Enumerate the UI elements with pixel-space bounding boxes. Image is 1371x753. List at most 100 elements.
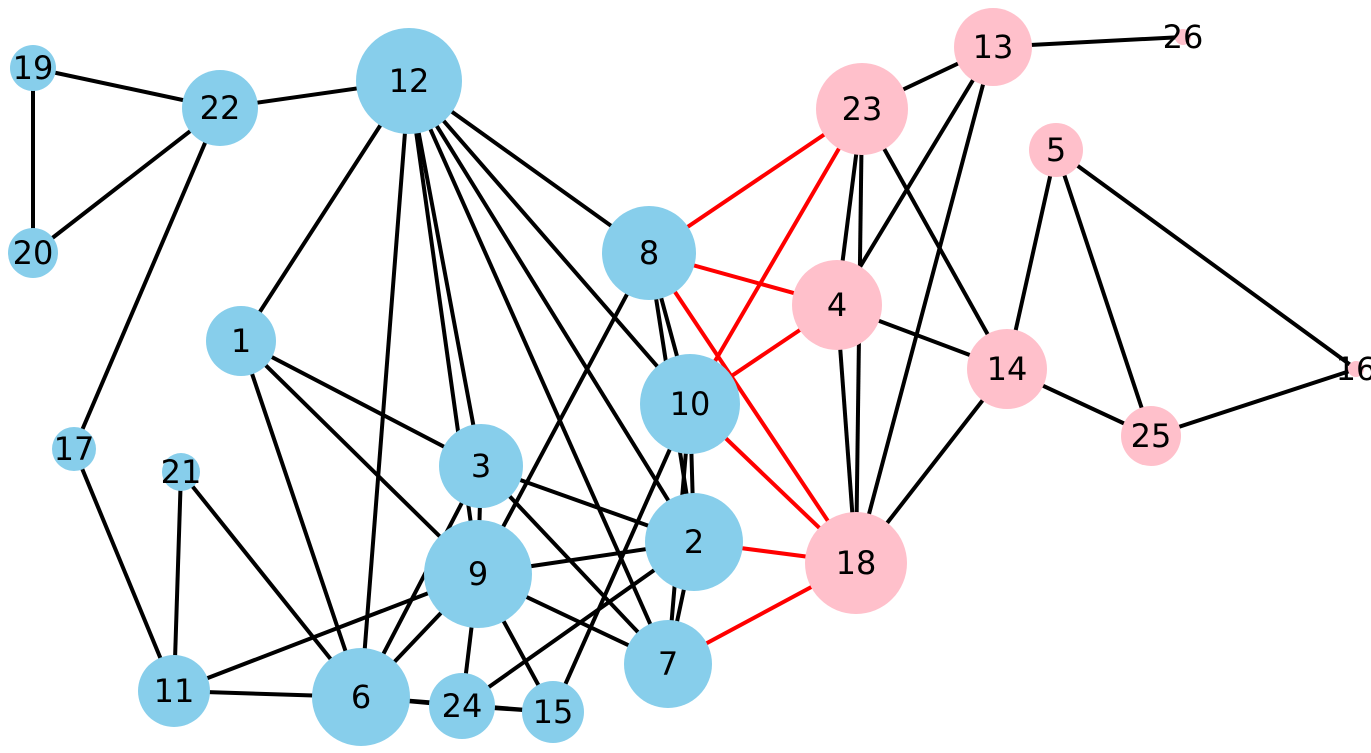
node-26: 26 bbox=[1163, 18, 1204, 56]
node-label-16: 16 bbox=[1336, 350, 1371, 388]
node-label-18: 18 bbox=[836, 544, 877, 582]
node-label-15: 15 bbox=[533, 693, 574, 731]
node-6: 6 bbox=[312, 648, 410, 746]
edge-25-16 bbox=[1150, 367, 1357, 438]
edge-10-15 bbox=[551, 403, 692, 713]
node-2: 2 bbox=[645, 493, 743, 591]
node-circle-26 bbox=[1175, 29, 1191, 45]
edge-9-11 bbox=[173, 572, 479, 693]
edge-5-16 bbox=[1054, 148, 1358, 371]
edge-12-10 bbox=[407, 79, 692, 406]
edge-10-23 bbox=[688, 107, 864, 406]
edge-22-17 bbox=[72, 107, 222, 450]
node-15: 15 bbox=[522, 681, 584, 743]
node-label-20: 20 bbox=[13, 234, 54, 272]
node-label-1: 1 bbox=[231, 322, 251, 360]
node-label-7: 7 bbox=[658, 645, 678, 683]
node-4: 4 bbox=[792, 260, 882, 350]
node-19: 19 bbox=[10, 45, 56, 91]
node-circle-10 bbox=[640, 354, 740, 454]
node-label-22: 22 bbox=[200, 89, 241, 127]
node-circle-24 bbox=[429, 673, 495, 739]
node-label-2: 2 bbox=[684, 523, 704, 561]
edge-13-18 bbox=[854, 46, 995, 564]
edge-8-18 bbox=[647, 251, 858, 565]
node-circle-2 bbox=[645, 493, 743, 591]
node-21: 21 bbox=[161, 453, 202, 491]
node-7: 7 bbox=[624, 620, 712, 708]
node-label-13: 13 bbox=[973, 28, 1014, 66]
node-circle-19 bbox=[10, 45, 56, 91]
edge-12-7 bbox=[407, 80, 670, 665]
node-circle-22 bbox=[182, 70, 258, 146]
node-label-4: 4 bbox=[827, 286, 847, 324]
node-24: 24 bbox=[429, 673, 495, 739]
node-14: 14 bbox=[967, 329, 1047, 409]
node-circle-21 bbox=[162, 453, 200, 491]
node-circle-7 bbox=[624, 620, 712, 708]
node-25: 25 bbox=[1121, 406, 1181, 466]
edge-12-6 bbox=[359, 80, 411, 698]
node-1: 1 bbox=[206, 306, 276, 376]
node-circle-8 bbox=[602, 206, 696, 300]
node-label-17: 17 bbox=[54, 430, 95, 468]
edge-12-2 bbox=[407, 79, 696, 544]
node-22: 22 bbox=[182, 70, 258, 146]
node-label-8: 8 bbox=[639, 234, 659, 272]
node-circle-16 bbox=[1348, 361, 1364, 377]
node-label-6: 6 bbox=[351, 678, 371, 716]
node-label-26: 26 bbox=[1163, 18, 1204, 56]
node-label-19: 19 bbox=[13, 49, 54, 87]
node-20: 20 bbox=[8, 228, 58, 278]
edge-3-7 bbox=[479, 464, 670, 666]
node-circle-13 bbox=[954, 8, 1032, 86]
node-label-10: 10 bbox=[670, 385, 711, 423]
edge-13-4 bbox=[835, 45, 995, 307]
edge-5-25 bbox=[1054, 149, 1153, 437]
node-11: 11 bbox=[138, 655, 210, 727]
node-circle-6 bbox=[312, 648, 410, 746]
edge-1-3 bbox=[240, 339, 482, 468]
edge-12-3 bbox=[407, 80, 483, 467]
node-circle-14 bbox=[967, 329, 1047, 409]
node-circle-5 bbox=[1029, 123, 1083, 177]
node-17: 17 bbox=[52, 427, 96, 471]
node-label-11: 11 bbox=[154, 672, 195, 710]
node-circle-18 bbox=[805, 512, 907, 614]
edge-21-11 bbox=[172, 471, 183, 692]
node-circle-15 bbox=[522, 681, 584, 743]
node-13: 13 bbox=[954, 8, 1032, 86]
node-label-21: 21 bbox=[161, 453, 202, 491]
edge-8-9 bbox=[476, 252, 651, 575]
edge-1-6 bbox=[239, 340, 363, 698]
node-label-14: 14 bbox=[987, 350, 1028, 388]
node-9: 9 bbox=[424, 520, 532, 628]
node-label-3: 3 bbox=[471, 447, 491, 485]
node-23: 23 bbox=[816, 63, 908, 155]
node-18: 18 bbox=[805, 512, 907, 614]
node-circle-17 bbox=[52, 427, 96, 471]
node-5: 5 bbox=[1029, 123, 1083, 177]
node-8: 8 bbox=[602, 206, 696, 300]
node-circle-9 bbox=[424, 520, 532, 628]
node-3: 3 bbox=[439, 424, 523, 508]
node-circle-4 bbox=[792, 260, 882, 350]
node-10: 10 bbox=[640, 354, 740, 454]
node-label-25: 25 bbox=[1131, 417, 1172, 455]
node-circle-12 bbox=[356, 28, 462, 134]
node-circle-23 bbox=[816, 63, 908, 155]
node-12: 12 bbox=[356, 28, 462, 134]
node-label-24: 24 bbox=[442, 687, 483, 725]
node-circle-3 bbox=[439, 424, 523, 508]
edge-1-9 bbox=[239, 339, 480, 576]
node-16: 16 bbox=[1336, 350, 1371, 388]
node-label-23: 23 bbox=[842, 90, 883, 128]
node-circle-25 bbox=[1121, 406, 1181, 466]
edge-22-20 bbox=[31, 106, 222, 255]
node-label-12: 12 bbox=[389, 62, 430, 100]
node-circle-11 bbox=[138, 655, 210, 727]
node-label-9: 9 bbox=[468, 555, 488, 593]
edge-17-11 bbox=[72, 448, 176, 692]
